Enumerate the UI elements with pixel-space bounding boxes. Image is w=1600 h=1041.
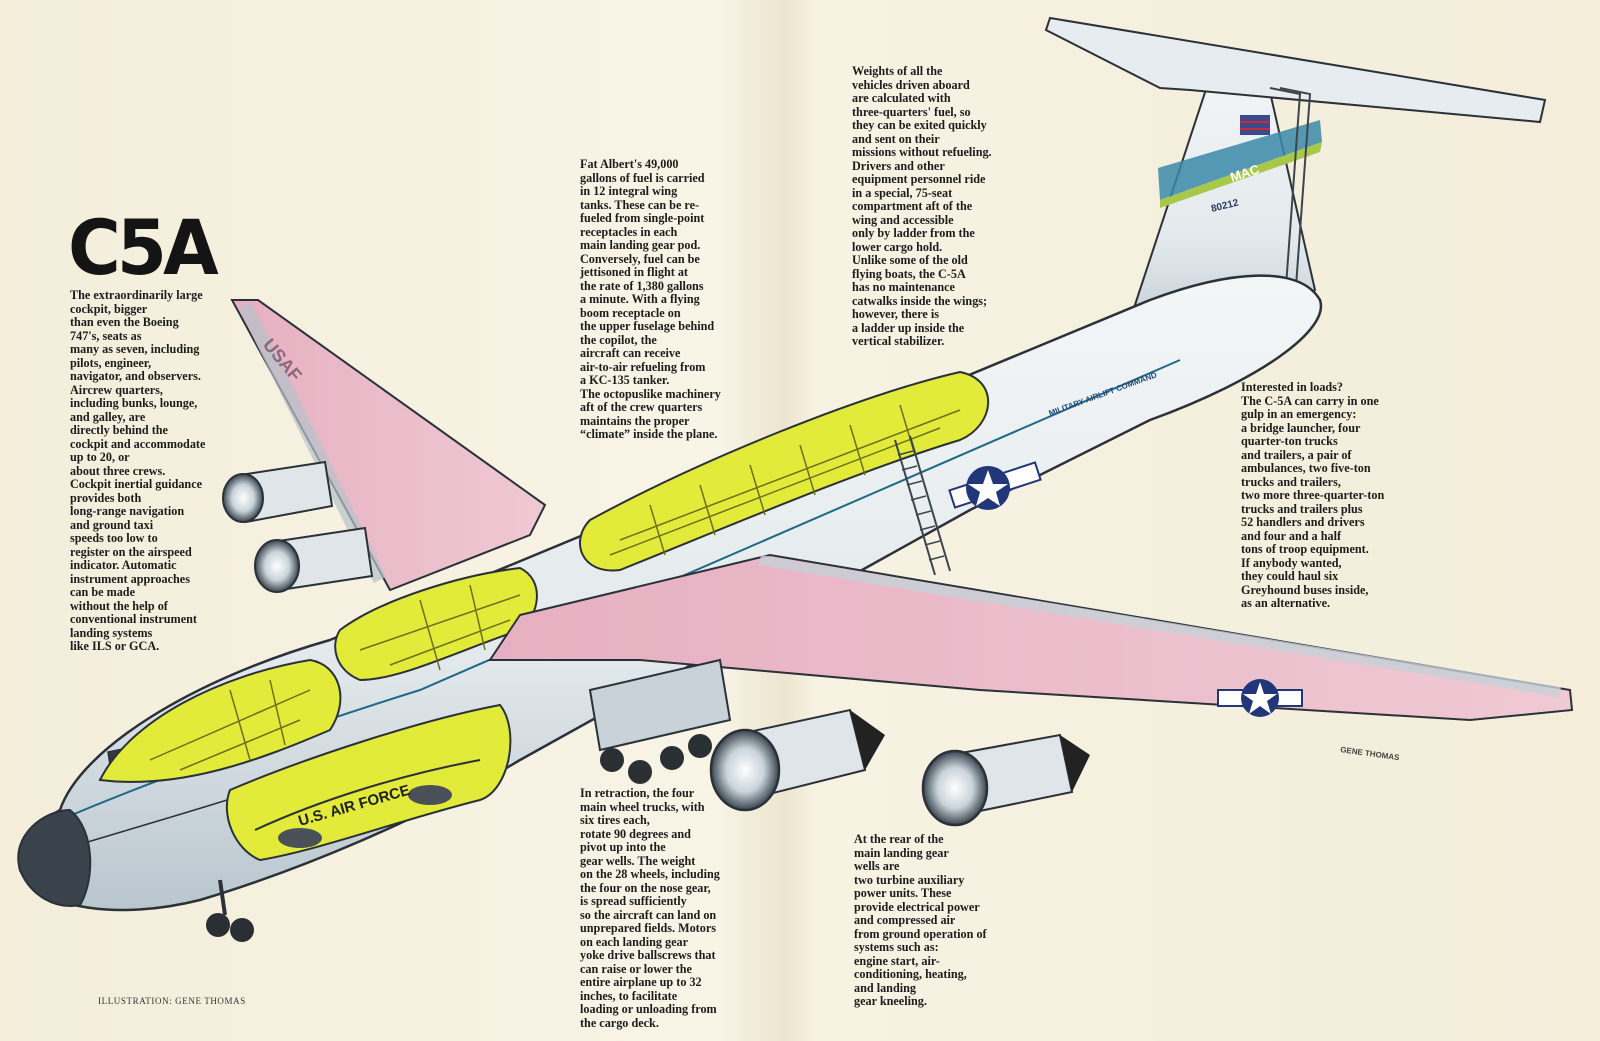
right-engine-inner [709, 708, 885, 812]
illustration-credit: ILLUSTRATION: GENE THOMAS [98, 996, 246, 1006]
artist-signature: GENE THOMAS [1340, 745, 1401, 762]
loads-caption: Interested in loads? The C-5A can carry … [1241, 380, 1385, 610]
left-engine-upper [222, 460, 334, 524]
right-engine-outer [921, 733, 1090, 827]
nose-landing-gear [206, 879, 254, 942]
cargo-hold-cutaway [225, 703, 512, 862]
auxiliary-power-caption: At the rear of the main landing gear wel… [854, 832, 987, 1008]
troop-compartment-cutaway [579, 370, 990, 572]
cockpit-cutaway [98, 658, 342, 783]
article-title: C5A [68, 203, 219, 293]
landing-gear-caption: In retraction, the four main wheel truck… [580, 786, 720, 1030]
tail-assembly [1044, 16, 1547, 362]
fuel-caption: Fat Albert's 49,000 gallons of fuel is c… [580, 157, 721, 441]
cockpit-caption: The extraordinarily large cockpit, bigge… [70, 288, 206, 653]
fuselage-roundel [948, 461, 1042, 510]
main-landing-gear [588, 658, 732, 784]
cargo-ladder [894, 435, 951, 576]
lower-right-wing [488, 553, 1574, 722]
left-engine-lower [254, 526, 374, 593]
vehicle-weights-caption: Weights of all the vehicles driven aboar… [852, 64, 992, 348]
wing-roundel [1217, 679, 1303, 717]
